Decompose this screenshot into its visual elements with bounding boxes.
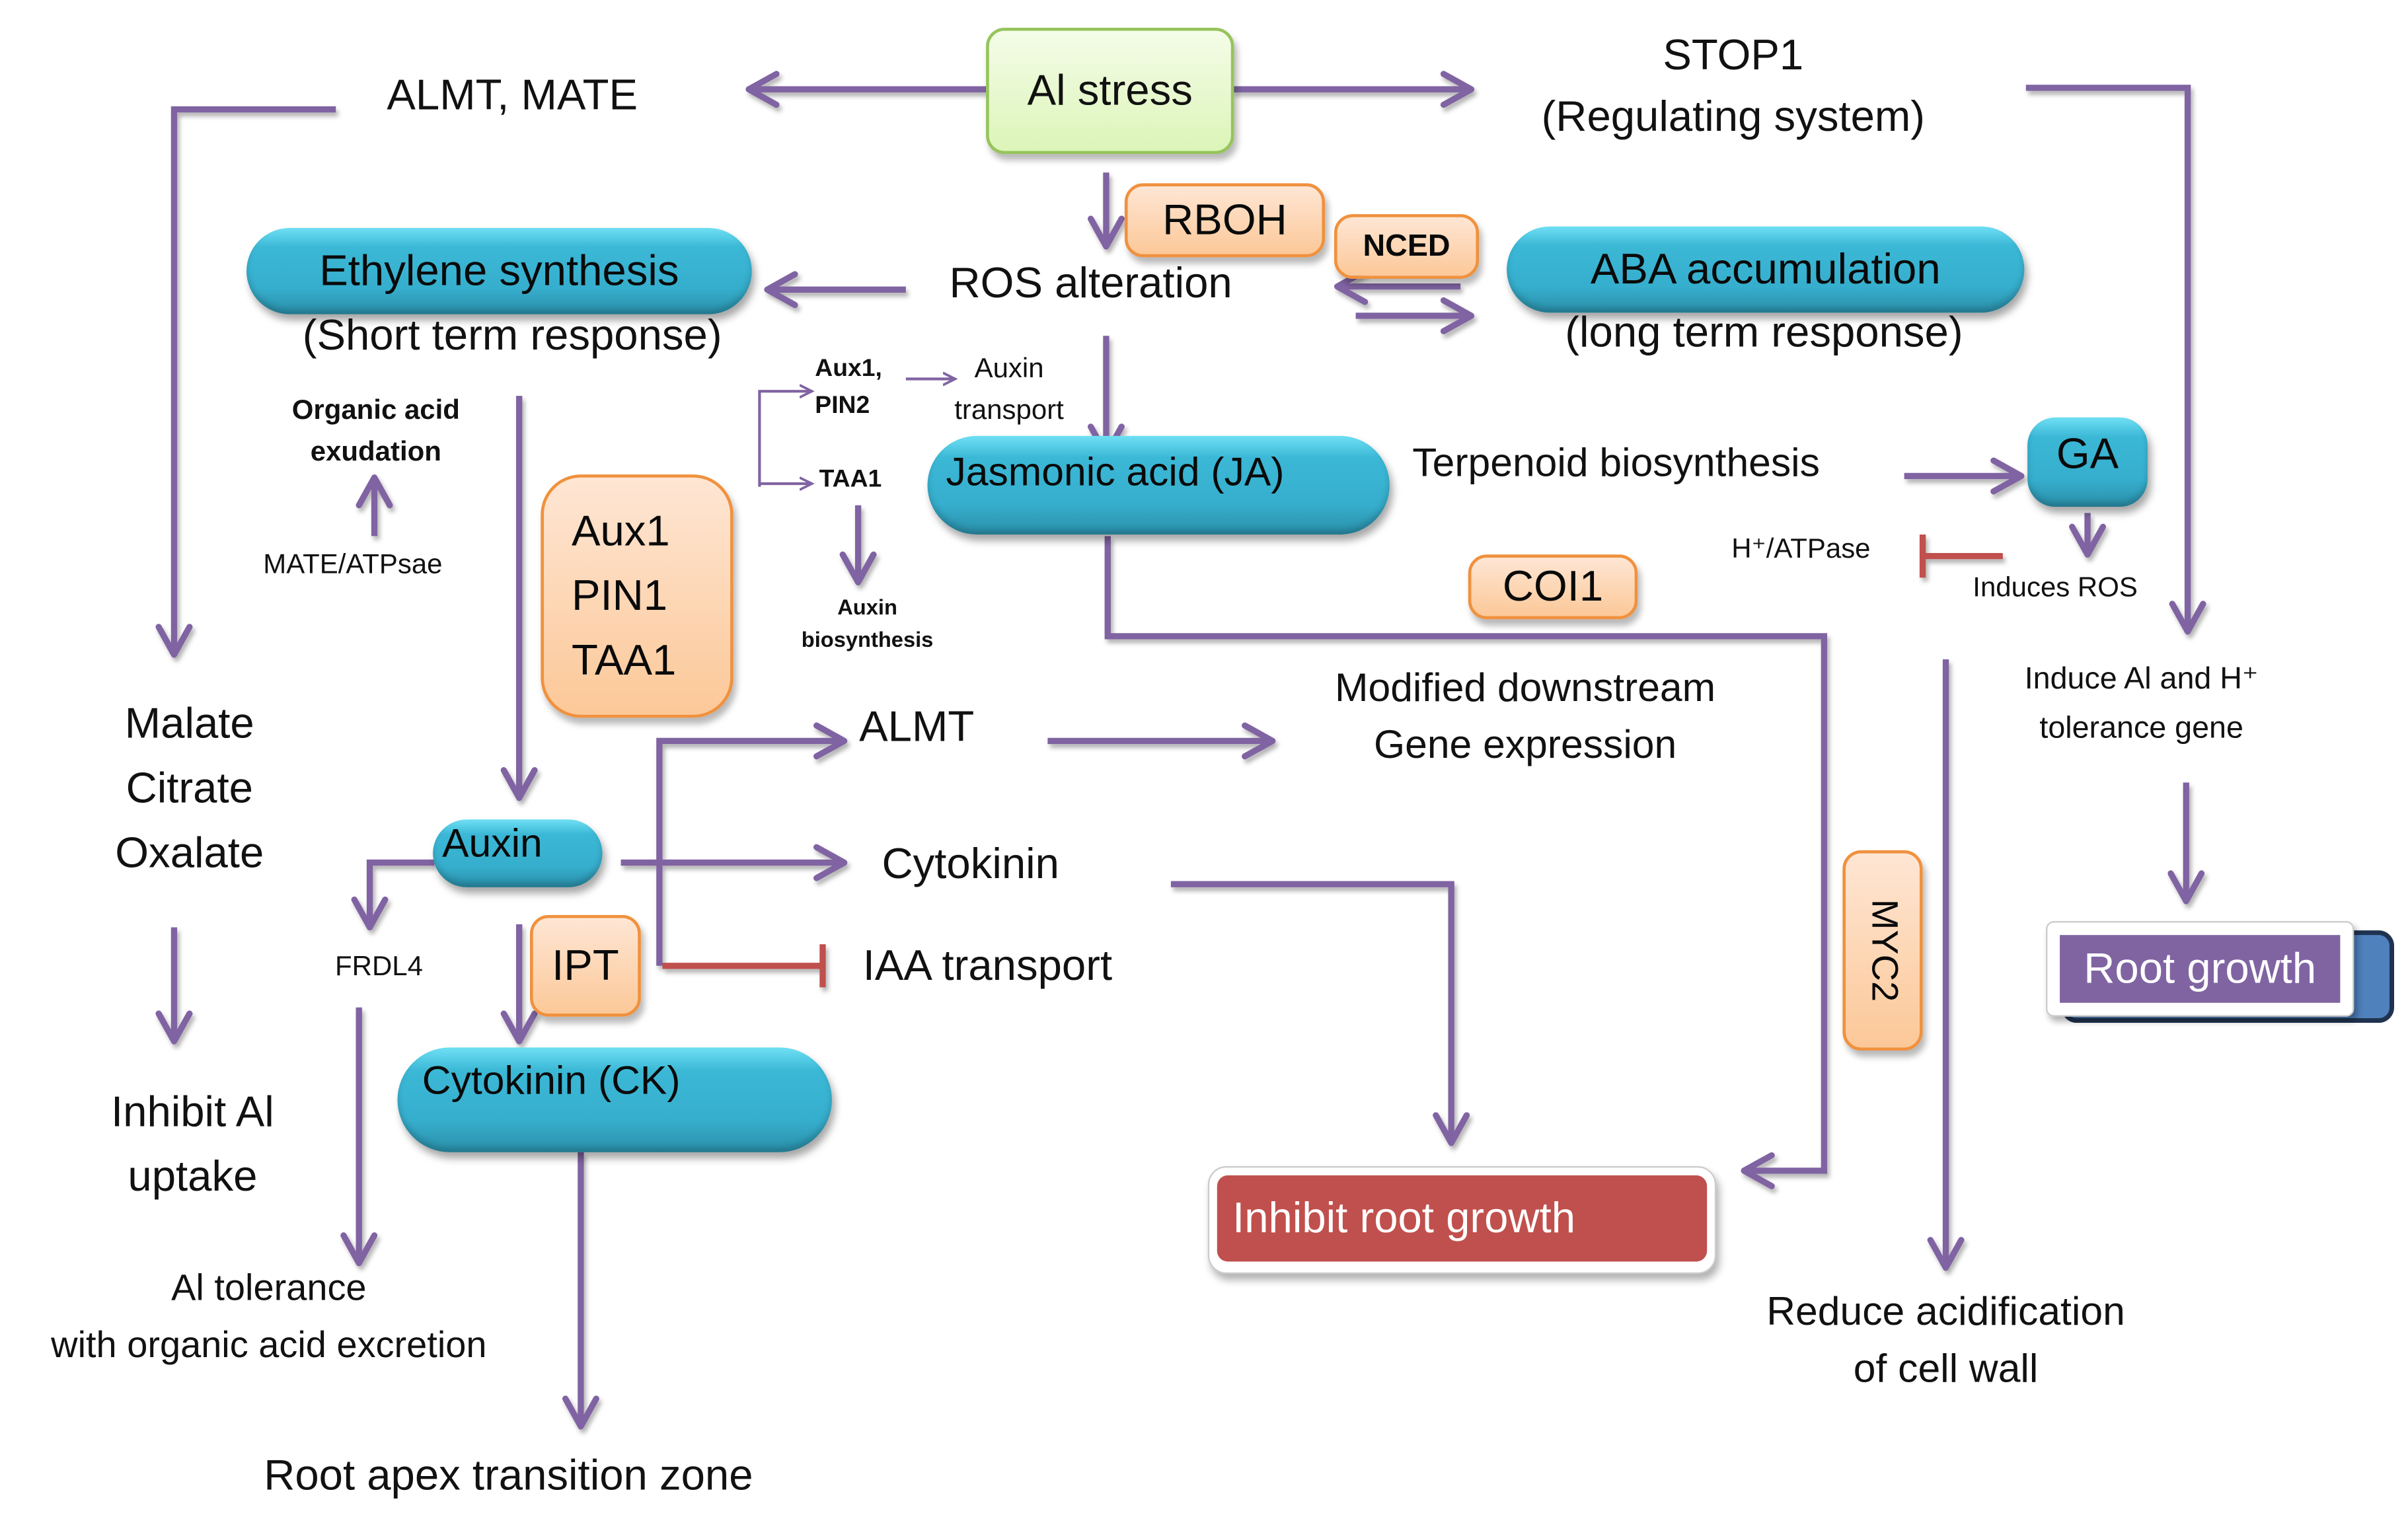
- arrow-cytokinin-to-inhibit-root-growth: [1170, 881, 1470, 1146]
- inhibit-root-growth-label: Inhibit root growth: [1232, 1193, 1576, 1242]
- arrow-branch-to-almt: [656, 722, 848, 966]
- auxin-node[interactable]: Auxin: [433, 819, 603, 887]
- iaa-transport-label: IAA transport: [862, 941, 1113, 989]
- myc2-label: MYC2: [1862, 899, 1904, 1002]
- ga-label: GA: [2056, 429, 2119, 478]
- ros-alteration-label: ROS alteration: [949, 258, 1232, 307]
- al-tolerance-label: Al tolerance with organic acid excretion: [3, 1260, 535, 1374]
- almt-mate-label: ALMT, MATE: [387, 71, 638, 119]
- induces-ros-label: Induces ROS: [1973, 571, 2138, 603]
- induce-tolerance-line2: tolerance gene: [2039, 712, 2243, 746]
- malate-label: Malate: [124, 699, 254, 747]
- jasmonic-acid-node[interactable]: Jasmonic acid (JA): [927, 435, 1390, 535]
- ethylene-synthesis-node[interactable]: Ethylene synthesis: [246, 228, 752, 315]
- auxin-biosynthesis-label: Auxin biosynthesis: [786, 591, 949, 656]
- long-term-label: (long term response): [1565, 308, 1963, 356]
- al-stress-node[interactable]: Al stress: [986, 27, 1234, 155]
- terpenoid-biosynthesis-label: Terpenoid biosynthesis: [1412, 439, 1820, 486]
- oxalate-label: Oxalate: [115, 829, 264, 877]
- myc2-enzyme[interactable]: MYC2: [1842, 850, 1923, 1051]
- rboh-label: RBOH: [1162, 196, 1287, 244]
- arrow-auxin-to-frdl4: [351, 859, 435, 931]
- arrow-stop1-to-tolerance-gene: [2025, 85, 2206, 635]
- al-tolerance-line1: Al tolerance: [171, 1267, 367, 1310]
- inhibit-al-line1: Inhibit Al: [111, 1087, 274, 1136]
- auxin-biosynthesis-line1: Auxin: [837, 594, 897, 620]
- aba-label: ABA accumulation: [1590, 244, 1941, 293]
- aux1-label: Aux1: [571, 507, 670, 555]
- citrate-label: Citrate: [126, 764, 253, 812]
- reduce-acid-line1: Reduce acidification: [1766, 1288, 2125, 1334]
- aux1-pin2-line2: PIN2: [815, 392, 870, 420]
- almt-label: ALMT: [859, 702, 975, 751]
- modified-line2: Gene expression: [1373, 721, 1677, 768]
- pin1-label: PIN1: [571, 571, 668, 620]
- short-term-label: (Short term response): [302, 311, 722, 359]
- auxin-transport-line2: transport: [954, 394, 1064, 426]
- inhibit-al-uptake-label: Inhibit Al uptake: [69, 1080, 316, 1209]
- coi1-enzyme[interactable]: COI1: [1468, 554, 1638, 620]
- aux1-pin2-line1: Aux1,: [815, 355, 882, 383]
- induce-tolerance-line1: Induce Al and H⁺: [2024, 662, 2259, 696]
- stop1-label: STOP1: [1663, 30, 1804, 79]
- root-growth-label: Root growth: [2084, 944, 2317, 992]
- auxin-label: Auxin: [442, 819, 543, 866]
- modified-line1: Modified downstream: [1335, 663, 1716, 710]
- cytokinin-label: Cytokinin: [882, 839, 1060, 887]
- root-growth-frame: Root growth: [2046, 921, 2354, 1017]
- organic-acids-list: Malate Citrate Oxalate: [89, 692, 289, 886]
- auxin-transport-line1: Auxin: [974, 352, 1044, 384]
- ethylene-label: Ethylene synthesis: [319, 246, 679, 295]
- induce-tolerance-label: Induce Al and H⁺ tolerance gene: [1988, 655, 2296, 753]
- coi1-label: COI1: [1502, 562, 1604, 611]
- rboh-enzyme[interactable]: RBOH: [1124, 183, 1326, 258]
- cytokinin-ck-node[interactable]: Cytokinin (CK): [397, 1047, 832, 1152]
- mate-atpase-label: MATE/ATPsae: [263, 548, 443, 579]
- auxin-transport-label: Auxin transport: [940, 348, 1078, 431]
- organic-acid-line1: Organic acid: [291, 394, 460, 426]
- ipt-enzyme[interactable]: IPT: [530, 914, 641, 1017]
- ja-label: Jasmonic acid (JA): [946, 448, 1285, 495]
- root-apex-label: Root apex transition zone: [264, 1451, 753, 1499]
- inhibit-al-line2: uptake: [128, 1152, 258, 1201]
- arrow-ja-to-inhibit-root-growth: [1104, 536, 1828, 1189]
- modified-gene-expression-label: Modified downstream Gene expression: [1302, 659, 1749, 774]
- arrow-bracket-to-aux1-pin2: [758, 391, 811, 487]
- reduce-acid-line2: of cell wall: [1853, 1345, 2039, 1391]
- taa1-small-label: TAA1: [819, 466, 882, 494]
- aux1-pin1-taa1-enzyme[interactable]: Aux1 PIN1 TAA1: [541, 474, 734, 718]
- inhibit-root-growth-node[interactable]: Inhibit root growth: [1207, 1166, 1717, 1275]
- root-growth-node[interactable]: Root growth: [2046, 921, 2394, 1023]
- stop1-sublabel: (Regulating system): [1541, 92, 1926, 141]
- organic-acid-exudation-label: Organic acid exudation: [246, 390, 506, 473]
- aba-accumulation-node[interactable]: ABA accumulation: [1507, 226, 2025, 313]
- ga-node[interactable]: GA: [2027, 417, 2148, 507]
- auxin-biosynthesis-line2: biosynthesis: [801, 626, 934, 652]
- al-stress-label: Al stress: [1027, 66, 1193, 114]
- h-atpase-label: H⁺/ATPase: [1731, 533, 1871, 564]
- ipt-label: IPT: [552, 941, 619, 989]
- aux1-pin2-label: Aux1, PIN2: [815, 352, 882, 426]
- nced-label: NCED: [1363, 229, 1450, 263]
- frdl4-label: FRDL4: [335, 950, 423, 982]
- cytokinin-ck-label: Cytokinin (CK): [422, 1056, 681, 1103]
- taa1-label: TAA1: [571, 636, 677, 685]
- reduce-acidification-label: Reduce acidification of cell wall: [1725, 1283, 2166, 1397]
- organic-acid-line2: exudation: [310, 435, 441, 467]
- arrow-almt-mate-to-organic-acids: [155, 106, 336, 658]
- al-tolerance-line2: with organic acid excretion: [51, 1325, 487, 1366]
- nced-enzyme[interactable]: NCED: [1334, 214, 1480, 279]
